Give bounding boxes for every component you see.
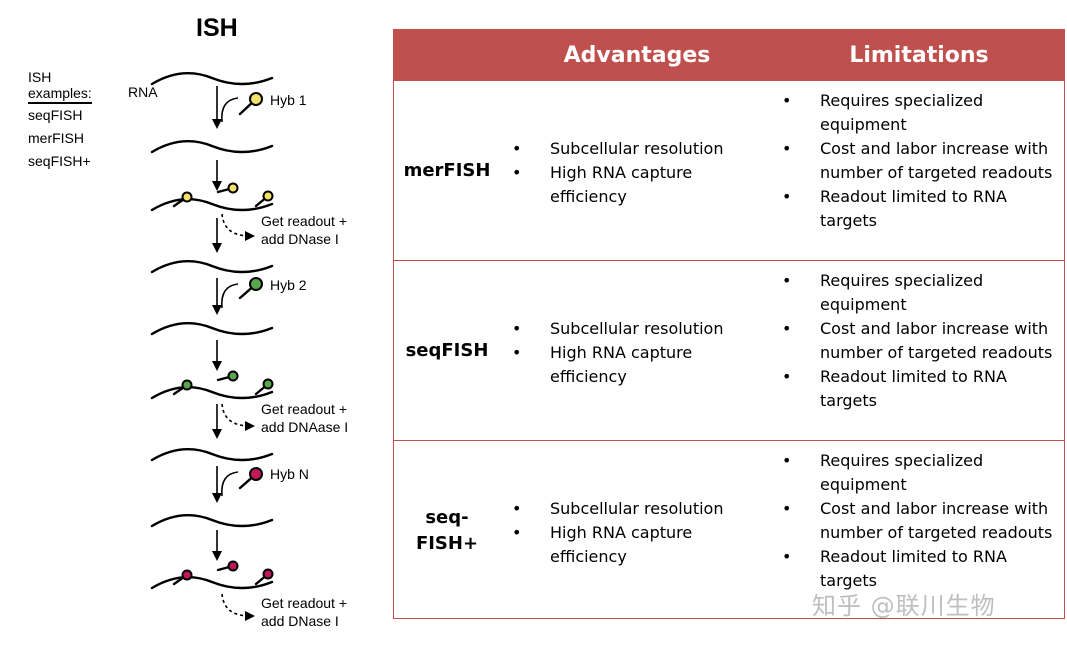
advantage-item: High RNA capture efficiency bbox=[512, 161, 752, 209]
hybN-label: Hyb N bbox=[270, 466, 309, 482]
advantage-item: Subcellular resolution bbox=[512, 137, 752, 161]
limitations-list: Requires specialized equipment Cost and … bbox=[782, 269, 1058, 413]
limitations-list: Requires specialized equipment Cost and … bbox=[782, 449, 1058, 593]
readout2-line2: add DNAase I bbox=[261, 419, 349, 435]
watermark: 知乎 @联川生物 bbox=[812, 592, 996, 620]
readout3-line2: add DNase I bbox=[261, 613, 339, 629]
rna-strand bbox=[150, 322, 274, 336]
rna-strand bbox=[150, 260, 274, 274]
example-item: seqFISH+ bbox=[28, 153, 91, 169]
table-row: merFISH Subcellular resolution High RNA … bbox=[394, 80, 1064, 260]
table-header: Advantages Limitations bbox=[394, 30, 1064, 80]
readout1-label: Get readout + add DNase I bbox=[261, 212, 347, 248]
rna-strand bbox=[150, 514, 274, 528]
bound-probe bbox=[172, 191, 193, 208]
bound-probe bbox=[254, 378, 274, 396]
readout-dashed-arrow bbox=[221, 403, 255, 431]
rna-label: RNA bbox=[128, 84, 158, 100]
advantage-item: Subcellular resolution bbox=[512, 497, 752, 521]
bound-probe bbox=[254, 190, 274, 208]
readout2-label: Get readout + add DNAase I bbox=[261, 400, 348, 436]
readout-dashed-arrow bbox=[221, 213, 255, 241]
examples-heading: ISH examples: bbox=[28, 69, 92, 104]
limitation-item: Requires specialized equipment bbox=[782, 449, 1058, 497]
row-label-line1: seqFISH bbox=[405, 340, 489, 361]
example-item: seqFISH bbox=[28, 107, 83, 123]
bound-probe bbox=[254, 568, 274, 586]
advantages-list: Subcellular resolution High RNA capture … bbox=[512, 317, 752, 389]
table-row: seqFISH Subcellular resolution High RNA … bbox=[394, 260, 1064, 440]
hyb2-label: Hyb 2 bbox=[270, 277, 307, 293]
comparison-table: Advantages Limitations merFISH Subcellul… bbox=[393, 29, 1065, 619]
bound-probe bbox=[216, 370, 239, 382]
rna-strand bbox=[150, 448, 274, 462]
advantage-item: Subcellular resolution bbox=[512, 317, 752, 341]
readout-dashed-arrow bbox=[221, 593, 255, 621]
examples-heading-line2: examples: bbox=[28, 85, 92, 104]
readout1-line1: Get readout + bbox=[261, 213, 348, 229]
row-label: merFISH bbox=[394, 81, 500, 261]
limitation-item: Cost and labor increase with number of t… bbox=[782, 497, 1058, 545]
advantages-list: Subcellular resolution High RNA capture … bbox=[512, 497, 752, 569]
example-item: merFISH bbox=[28, 130, 84, 146]
advantage-item: High RNA capture efficiency bbox=[512, 341, 752, 389]
advantage-item: High RNA capture efficiency bbox=[512, 521, 752, 569]
table-row: seq- FISH+ Subcellular resolution High R… bbox=[394, 440, 1064, 620]
probe-add-curve bbox=[221, 471, 239, 497]
limitation-item: Readout limited to RNA targets bbox=[782, 545, 1058, 593]
readout1-line2: add DNase I bbox=[261, 231, 339, 247]
free-probe-hybN bbox=[238, 467, 263, 490]
workflow-graphic bbox=[150, 72, 274, 621]
free-probe-hyb1 bbox=[238, 92, 263, 116]
diagram-title: ISH bbox=[196, 14, 238, 42]
bound-probe bbox=[172, 569, 193, 586]
readout2-line1: Get readout + bbox=[261, 401, 348, 417]
limitations-list: Requires specialized equipment Cost and … bbox=[782, 89, 1058, 233]
limitation-item: Readout limited to RNA targets bbox=[782, 185, 1058, 233]
advantages-list: Subcellular resolution High RNA capture … bbox=[512, 137, 752, 209]
bound-probe bbox=[216, 560, 239, 572]
row-label-line2: FISH+ bbox=[415, 533, 479, 554]
examples-heading-line1: ISH bbox=[28, 69, 52, 85]
limitations-header: Limitations bbox=[849, 43, 989, 68]
limitation-item: Requires specialized equipment bbox=[782, 89, 1058, 137]
probe-add-curve bbox=[221, 283, 239, 309]
probe-add-curve bbox=[221, 97, 239, 123]
rna-strand bbox=[150, 576, 274, 590]
row-label-line1: seq- bbox=[425, 507, 469, 528]
limitation-item: Cost and labor increase with number of t… bbox=[782, 137, 1058, 185]
row-label: seqFISH bbox=[394, 261, 500, 441]
rna-strand bbox=[150, 386, 274, 400]
free-probe-hyb2 bbox=[238, 277, 263, 300]
rna-strand bbox=[150, 72, 274, 86]
limitation-item: Requires specialized equipment bbox=[782, 269, 1058, 317]
row-label: seq- FISH+ bbox=[394, 441, 500, 621]
bound-probe bbox=[216, 182, 239, 194]
row-label-line1: merFISH bbox=[403, 160, 491, 181]
bound-probe bbox=[172, 379, 193, 396]
ish-workflow-diagram: ISH ISH examples: seqFISH merFISH seqFIS… bbox=[0, 0, 390, 650]
rna-strand bbox=[150, 140, 274, 154]
limitation-item: Cost and labor increase with number of t… bbox=[782, 317, 1058, 365]
limitation-item: Readout limited to RNA targets bbox=[782, 365, 1058, 413]
rna-strand bbox=[150, 198, 274, 212]
readout3-line1: Get readout + bbox=[261, 595, 348, 611]
readout3-label: Get readout + add DNase I bbox=[261, 594, 347, 630]
advantages-header: Advantages bbox=[563, 43, 711, 68]
hyb1-label: Hyb 1 bbox=[270, 92, 307, 108]
